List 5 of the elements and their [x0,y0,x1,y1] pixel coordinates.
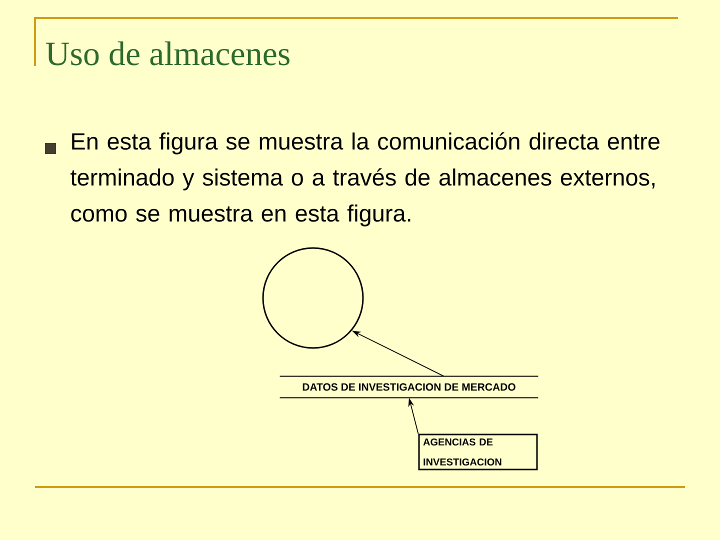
slide-title: Uso de almacenes [46,41,290,66]
external-entity-circle [262,247,364,349]
data-store: DATOS DE INVESTIGACION DE MERCADO [279,376,539,398]
external-entity-box: AGENCIAS DE INVESTIGACION [418,434,538,470]
bullet-text: En esta figura se muestra la comunicación directa entre terminado y sistema o a través de almacenes externos, como se muestra en esta figura. [70,132,660,226]
